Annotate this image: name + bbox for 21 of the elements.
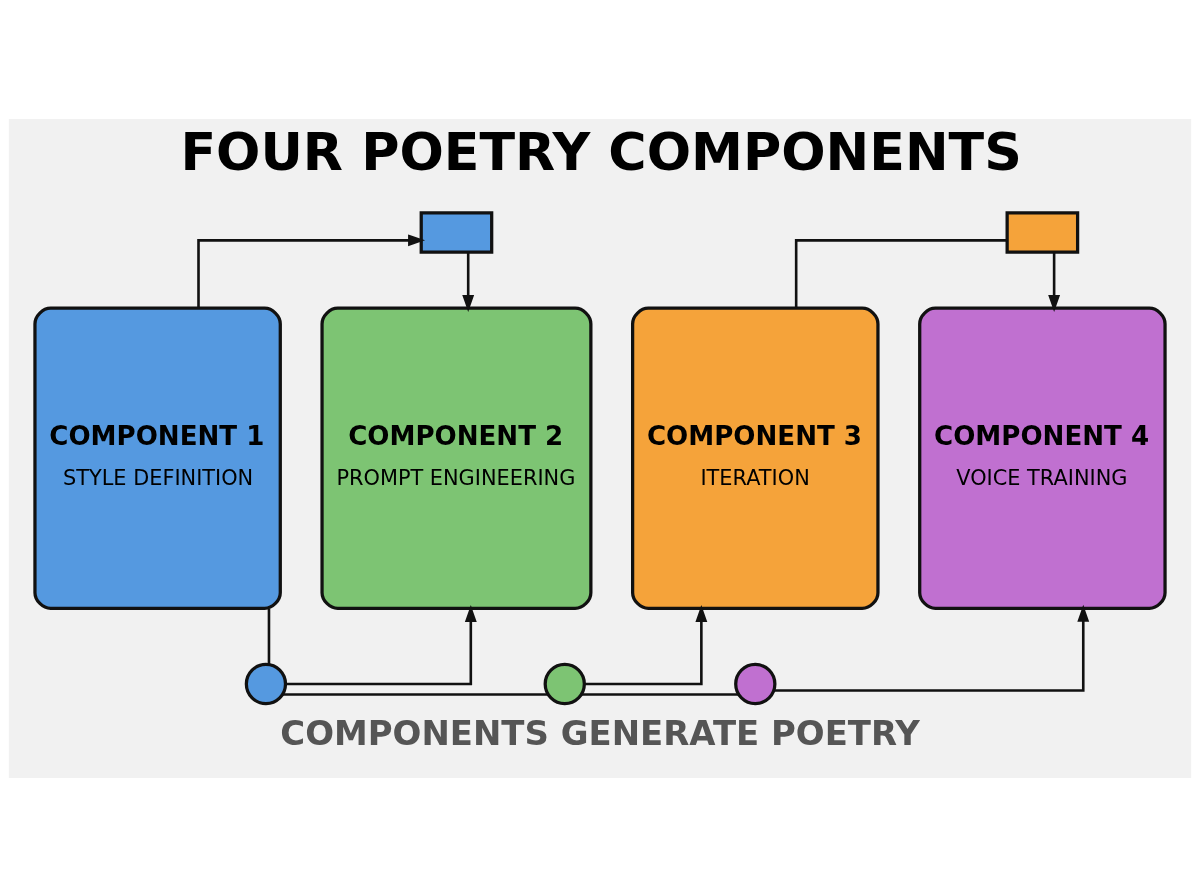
node-box: COMPONENT 1 STYLE DEFINITION	[33, 306, 282, 610]
arrow	[1048, 251, 1061, 312]
caption: COMPONENTS GENERATE POETRY	[280, 713, 920, 753]
connector	[794, 238, 1008, 308]
arrow	[462, 251, 475, 312]
node-box	[419, 210, 494, 254]
arrow	[285, 604, 477, 685]
arrow	[773, 604, 1090, 692]
connector	[282, 692, 548, 696]
node-circle	[244, 662, 288, 705]
node-box: COMPONENT 2 PROMPT ENGINEERING	[320, 306, 593, 610]
arrow	[584, 604, 708, 685]
diagram-title: FOUR POETRY COMPONENTS	[180, 121, 1022, 182]
node-box: COMPONENT 3 ITERATION	[631, 306, 880, 610]
node-circle	[734, 662, 777, 705]
connector	[267, 608, 271, 664]
node-box	[1005, 210, 1080, 254]
node-box: COMPONENT 4 VOICE TRAINING	[918, 306, 1167, 610]
connector	[581, 692, 739, 696]
arrow	[197, 233, 426, 308]
node-circle	[543, 662, 586, 705]
